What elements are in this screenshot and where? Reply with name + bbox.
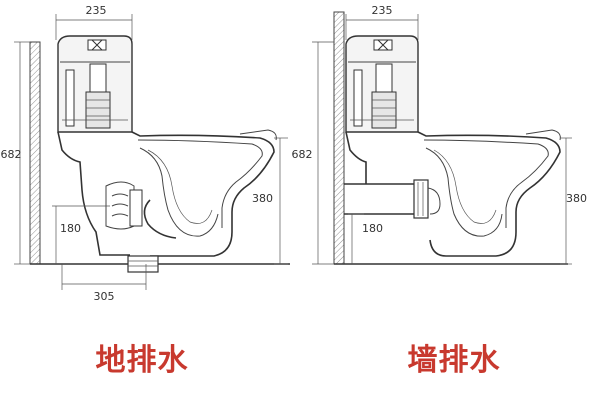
left-top-width-dimension: 235: [55, 4, 133, 40]
right-wall-hatch: [333, 11, 345, 265]
right-height-total-label: 682: [292, 148, 313, 161]
left-height-outlet-label: 180: [60, 222, 81, 235]
right-caption: 墙排水: [408, 343, 501, 378]
right-toilet-bowl: [344, 129, 561, 257]
left-width-top-label: 235: [86, 4, 107, 17]
left-caption: 地排水: [96, 343, 189, 378]
right-height-outlet-label: 180: [362, 222, 383, 235]
right-outlet-height-dimension: 180: [348, 213, 383, 264]
right-height-rim-label: 380: [566, 192, 587, 205]
left-width-bottom-label: 305: [94, 290, 115, 303]
left-outlet-height-dimension: 180: [52, 205, 110, 264]
left-height-total-label: 682: [1, 148, 22, 161]
right-width-top-label: 235: [372, 4, 393, 17]
left-bottom-width-dimension: 305: [61, 264, 147, 303]
left-toilet-bowl: [57, 129, 277, 273]
floor-drain-diagram: 235 682: [1, 4, 290, 378]
wall-drain-diagram: 235 682: [292, 4, 588, 378]
left-wall-hatch: [29, 41, 41, 265]
right-cistern-tank: [345, 35, 419, 133]
right-total-height-dimension: 682: [292, 41, 334, 265]
left-total-height-dimension: 682: [1, 41, 30, 265]
left-rim-height-dimension: 380: [252, 137, 288, 265]
right-rim-height-dimension: 380: [560, 137, 587, 265]
left-height-rim-label: 380: [252, 192, 273, 205]
left-cistern-tank: [57, 35, 133, 133]
right-top-width-dimension: 235: [345, 4, 419, 40]
